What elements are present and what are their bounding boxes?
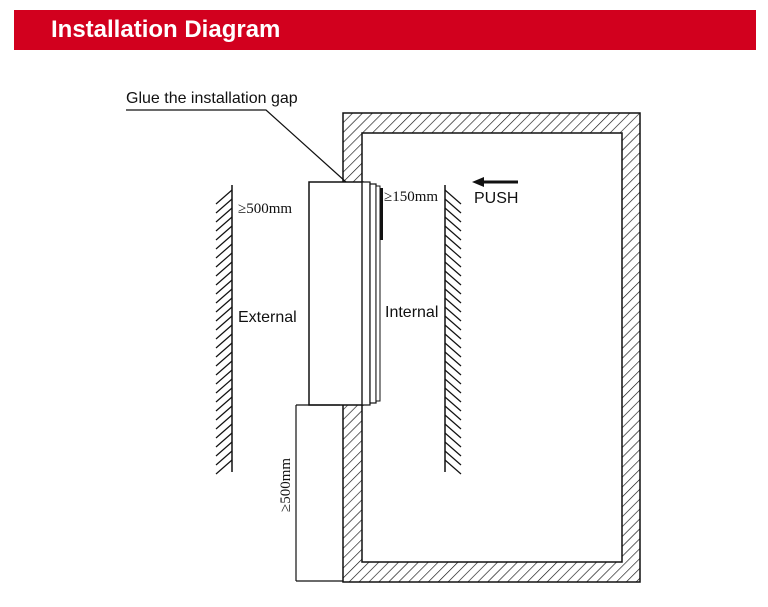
hatch-tick [444, 270, 462, 286]
hatch-tick [215, 207, 233, 223]
hatch-tick [444, 243, 462, 259]
hatch-tick [215, 405, 233, 421]
hatch-tick [444, 396, 462, 412]
hatch-tick [215, 198, 233, 214]
hatch-tick [215, 441, 233, 457]
hatch-tick [215, 297, 233, 313]
ac-unit [308, 181, 383, 406]
hatch-tick [215, 234, 233, 250]
hatch-tick [215, 414, 233, 430]
hatch-tick [215, 288, 233, 304]
hatch-tick [215, 243, 233, 259]
hatch-tick [215, 396, 233, 412]
hatch-tick [215, 324, 233, 340]
hatch-tick [444, 405, 462, 421]
hatch-tick [444, 216, 462, 232]
hatch-tick [444, 360, 462, 376]
hatch-tick [444, 288, 462, 304]
hatch-tick [215, 333, 233, 349]
hatch-tick [444, 459, 462, 475]
hatch-tick [215, 387, 233, 403]
hatch-tick [444, 387, 462, 403]
hatch-tick [444, 378, 462, 394]
hatch-tick [444, 432, 462, 448]
hatch-tick [215, 378, 233, 394]
hatch-tick [444, 252, 462, 268]
hatch-tick [215, 351, 233, 367]
hatch-tick [215, 225, 233, 241]
left-outer-wall [215, 185, 233, 475]
gap-side-label: ≥500mm [238, 201, 292, 217]
hatch-tick [215, 450, 233, 466]
hatch-tick [444, 342, 462, 358]
push-arrow-icon [472, 177, 518, 187]
external-label: External [238, 309, 297, 326]
hatch-tick [444, 333, 462, 349]
hatch-tick [444, 297, 462, 313]
hatch-tick [444, 450, 462, 466]
hatch-tick [215, 360, 233, 376]
hatch-tick [444, 207, 462, 223]
push-label: PUSH [474, 190, 518, 207]
hatch-tick [444, 225, 462, 241]
hatch-tick [215, 342, 233, 358]
glue-label: Glue the installation gap [126, 90, 298, 107]
page-title: Installation Diagram [51, 16, 281, 43]
hatch-tick [444, 351, 462, 367]
hatch-tick [444, 369, 462, 385]
gap-bottom-label: ≥500mm [278, 458, 294, 512]
hatch-tick [444, 198, 462, 214]
inner-wall [444, 185, 462, 475]
hatch-tick [215, 315, 233, 331]
hatch-tick [215, 252, 233, 268]
title-banner: Installation Diagram [14, 10, 756, 50]
hatch-tick [444, 324, 462, 340]
hatch-tick [444, 423, 462, 439]
bottom-dimension [295, 404, 343, 582]
hatch-tick [444, 189, 462, 205]
hatch-tick [215, 369, 233, 385]
hatch-tick [444, 441, 462, 457]
glue-leader-line [126, 109, 347, 183]
hatch-tick [215, 216, 233, 232]
hatch-tick [215, 261, 233, 277]
hatch-tick [444, 234, 462, 250]
hatch-tick [215, 306, 233, 322]
hatch-tick [215, 189, 233, 205]
hatch-tick [215, 279, 233, 295]
gap-front-label: ≥150mm [384, 189, 438, 205]
hatch-tick [215, 459, 233, 475]
hatch-tick [215, 270, 233, 286]
hatch-tick [215, 423, 233, 439]
hatch-tick [444, 414, 462, 430]
internal-label: Internal [385, 304, 438, 321]
hatch-tick [444, 279, 462, 295]
hatch-tick [444, 261, 462, 277]
hatch-tick [215, 432, 233, 448]
hatch-tick [444, 306, 462, 322]
hatch-tick [444, 315, 462, 331]
